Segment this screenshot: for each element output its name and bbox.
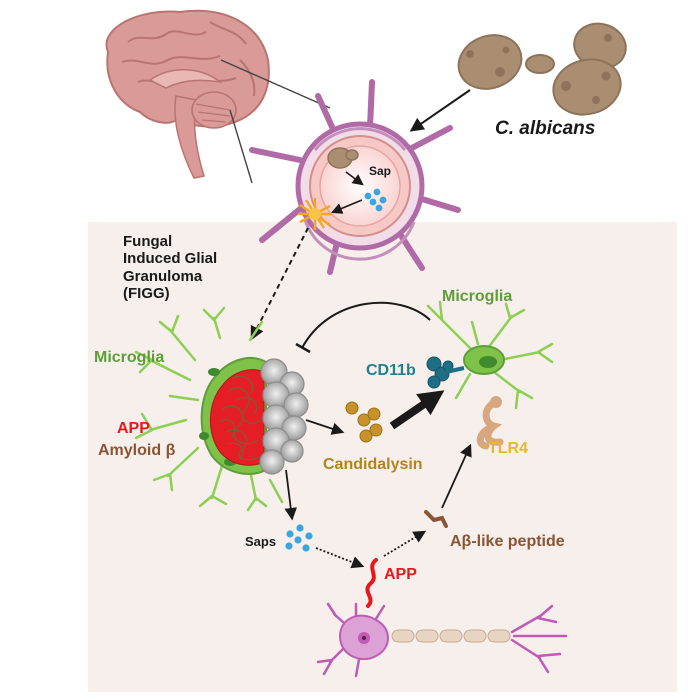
zoom-line-lower (229, 109, 253, 184)
tlr4-receptor-icon (476, 396, 504, 450)
blood-vessel-icon (249, 79, 461, 275)
abeta-peptide-icon (424, 510, 448, 528)
app-bottom-label: APP (384, 566, 417, 583)
candidalysin-molecules (345, 401, 383, 443)
microglia-cell-icon (426, 300, 554, 410)
fungus-yeast-icon (457, 22, 627, 116)
figg-label-line-4: (FIGG) (123, 284, 170, 302)
figg-label-line-2: Induced Glial (123, 250, 218, 268)
fungus-entry-arrow (409, 89, 471, 132)
app-left-label: APP (117, 420, 150, 437)
neuron-icon (316, 602, 568, 678)
figg-label-line-1: Fungal (123, 233, 173, 250)
figg-label: Fungal Induced Glial Granuloma (FIGG) (123, 233, 217, 302)
saps-label: Saps (245, 534, 277, 549)
vessel-breach-burst (298, 198, 332, 230)
feedback-inhibition-arc (301, 301, 431, 349)
microglia-right-label: Microglia (442, 288, 513, 305)
figg-label-line-3: Granuloma (123, 267, 203, 285)
saps-release-arrow (284, 469, 298, 521)
tlr4-label: TLR4 (488, 440, 528, 457)
microglia-left-label: Microglia (94, 349, 165, 366)
c-albicans-label: C. albicans (495, 118, 596, 139)
candidalysin-release-arrow (305, 419, 345, 435)
candidalysin-label: Candidalysin (323, 456, 423, 473)
candidalysin-activation-arrow (389, 390, 445, 430)
cd11b-receptor-icon (426, 356, 465, 389)
peptide-to-tlr4-arrow (441, 443, 472, 509)
abeta-like-peptide-label: Aβ-like peptide (450, 533, 565, 550)
app-squiggle (365, 558, 378, 608)
zoom-line-upper (220, 59, 331, 109)
saps-molecules (285, 524, 313, 552)
granuloma-icon (134, 306, 309, 512)
cd11b-label: CD11b (366, 362, 416, 379)
figg-panel (88, 222, 677, 692)
saps-cleave-arrow (315, 547, 365, 569)
brain-icon (105, 9, 270, 179)
dissemination-arrow (250, 227, 309, 341)
sap-label: Sap (369, 164, 392, 178)
amyloid-beta-label: Amyloid β (98, 442, 176, 459)
